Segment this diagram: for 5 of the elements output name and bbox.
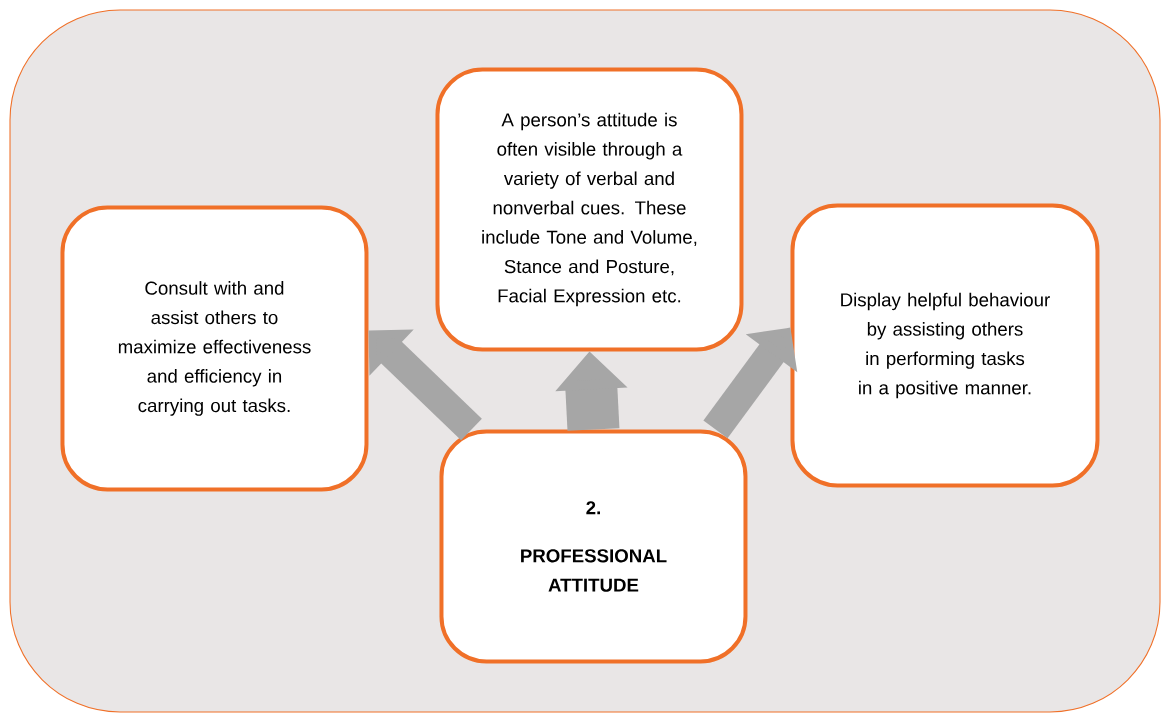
text-box: Consult with and assist others to maximize effectiveness and efficiency in carrying out tasks.	[60, 205, 369, 492]
text-box: Display helpful behaviour by assisting others in performing tasks in a positive manner.	[790, 203, 1100, 488]
text-box: A person’s attitude is often visible through a variety of verbal and nonverbal cues. These include Tone and Volume, Stance and Posture, Facial Expression etc.	[435, 67, 744, 352]
title-box: 2. PROFESSIONAL ATTITUDE	[439, 429, 748, 664]
block-arrow	[368, 329, 482, 441]
